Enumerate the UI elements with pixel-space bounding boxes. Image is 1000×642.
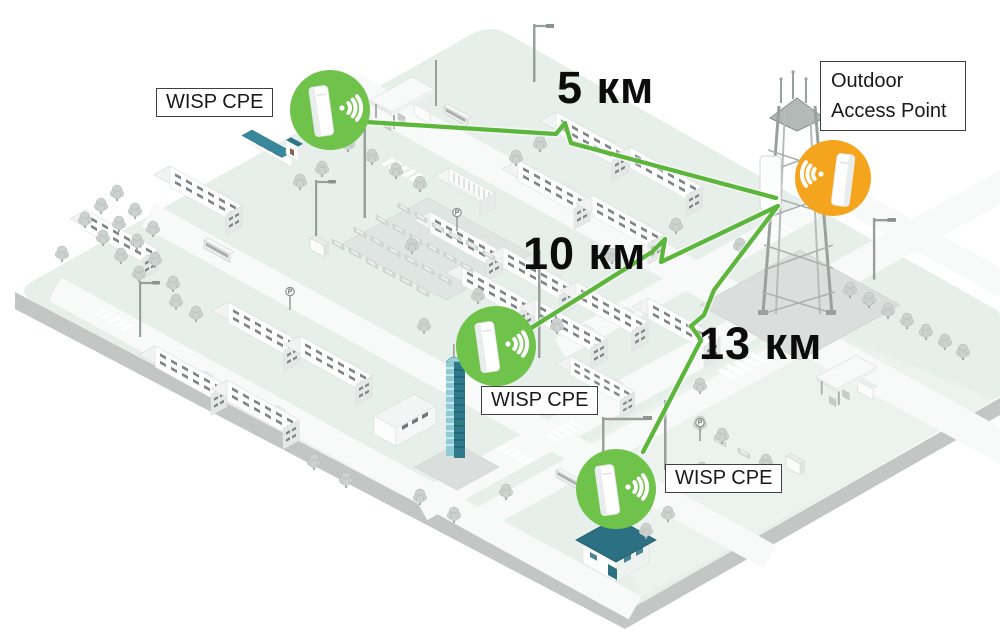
label-wisp-cpe-3: WISP CPE	[665, 464, 783, 493]
cpe-device-icon	[308, 85, 335, 138]
label-wisp-cpe-2: WISP CPE	[481, 386, 599, 415]
skyscraper-pad	[414, 443, 500, 491]
label-wisp-cpe-1: WISP CPE	[156, 88, 274, 117]
teal-roof-building	[241, 129, 303, 168]
wifi-waves-icon	[799, 160, 824, 188]
wifi-waves-icon	[625, 473, 650, 501]
tower-pad	[699, 249, 901, 361]
link-10km-line	[525, 203, 781, 333]
outdoor-ap-device-icon	[831, 153, 856, 207]
node-wisp-cpe-1	[290, 70, 370, 150]
cpe-device-icon	[594, 464, 621, 517]
warehouse	[373, 393, 437, 447]
road	[843, 188, 1000, 297]
node-wisp-cpe-2	[456, 306, 536, 386]
node-wisp-cpe-3	[576, 449, 656, 529]
teal-roof-house	[575, 517, 657, 583]
distance-label-10km: 10 км	[523, 228, 647, 279]
node-outdoor-ap	[795, 140, 871, 216]
road	[48, 277, 642, 620]
rounded-building	[433, 167, 496, 216]
distance-label-13km: 13 км	[699, 318, 823, 369]
distance-label-5km: 5 км	[557, 62, 655, 113]
wifi-waves-icon	[339, 94, 364, 122]
wireless-links	[362, 118, 782, 456]
link-13km-line	[640, 204, 780, 455]
label-outdoor-access-point: Outdoor Access Point	[820, 61, 966, 131]
link-5km-line	[363, 119, 779, 201]
wifi-waves-icon	[505, 330, 530, 358]
cpe-device-icon	[474, 321, 501, 374]
